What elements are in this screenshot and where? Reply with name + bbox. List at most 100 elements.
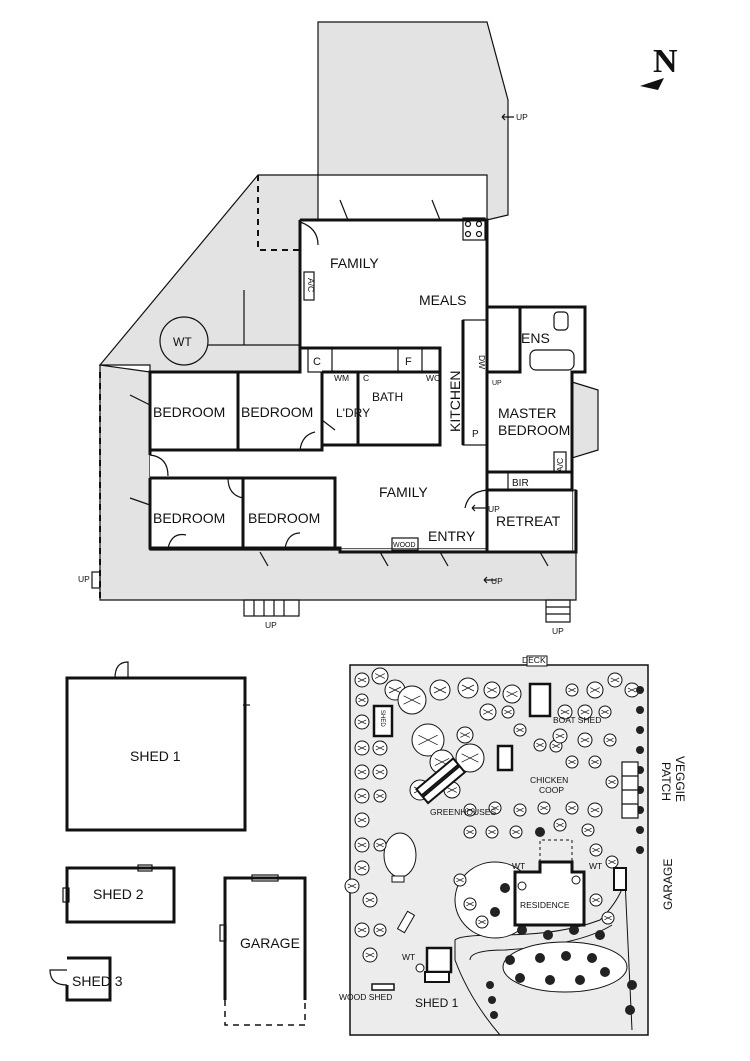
room-bedroom-3: BEDROOM [153, 510, 225, 526]
site-chicken-coop [496, 744, 514, 772]
room-family-main: FAMILY [379, 484, 428, 500]
garage-label: GARAGE [240, 935, 300, 951]
fixture-dw: DW [477, 355, 487, 369]
tree-icon [636, 726, 644, 734]
north-compass: N [640, 43, 678, 90]
tree-icon [490, 907, 500, 917]
room-kitchen: KITCHEN [447, 371, 463, 432]
tree-detail [580, 737, 590, 743]
tree-icon [535, 953, 545, 963]
room-bedroom-2: BEDROOM [241, 404, 313, 420]
room-bedroom-4: BEDROOM [248, 510, 320, 526]
room-master-bedroom-line2: BEDROOM [498, 422, 570, 438]
tree-icon [636, 746, 644, 754]
up-label-ens: UP [492, 380, 502, 387]
tree-detail [358, 697, 366, 703]
tree-detail [516, 807, 524, 813]
tree-icon [561, 951, 571, 961]
tree-detail [568, 687, 576, 693]
site-wt-bottom-label: WT [402, 952, 415, 962]
fixture-ac-left: A/C [306, 278, 316, 292]
tree-detail [506, 690, 518, 698]
tree-detail [456, 877, 464, 883]
tree-detail [365, 897, 375, 903]
site-garage-label: GARAGE [661, 859, 675, 910]
tree-detail [536, 742, 544, 748]
tree-icon [505, 955, 515, 965]
tree-icon [636, 706, 644, 714]
tree-icon [486, 981, 494, 989]
tree-detail [512, 829, 520, 835]
tree-detail [555, 733, 565, 739]
tree-icon [636, 826, 644, 834]
site-veggie-label-2: PATCH [659, 762, 673, 801]
site-greenhouses-label: GREENHOUSES [430, 807, 496, 817]
shed1-label: SHED 1 [130, 748, 181, 764]
tree-detail [357, 865, 367, 871]
tree-icon [517, 925, 527, 935]
site-chicken-label-1: CHICKEN [530, 775, 568, 785]
up-label-bottom-right: UP [491, 576, 503, 586]
site-shed1-label: SHED 1 [415, 996, 459, 1010]
tree-detail [433, 686, 447, 694]
tree-detail [357, 745, 367, 751]
tree-detail [592, 897, 600, 903]
tree-detail [388, 686, 402, 694]
tree-icon [545, 975, 555, 985]
tree-detail [478, 919, 486, 925]
tree-detail [403, 695, 421, 705]
up-label-bottom-left: UP [265, 620, 277, 630]
site-shed1 [425, 946, 453, 974]
tree-detail [357, 817, 367, 823]
tree-detail [376, 927, 384, 933]
room-retreat: RETREAT [496, 513, 561, 529]
room-ens: ENS [521, 330, 550, 346]
fixture-wt: WT [173, 335, 192, 349]
tree-detail [580, 709, 590, 715]
tree-detail [560, 709, 570, 715]
site-residence-label: RESIDENCE [520, 900, 570, 910]
fixture-pantry: P [472, 429, 479, 440]
tree-detail [606, 737, 614, 743]
tree-detail [466, 901, 474, 907]
room-bir: BIR [512, 478, 529, 489]
tree-detail [375, 745, 385, 751]
tree-detail [568, 805, 576, 811]
tree-detail [357, 842, 367, 848]
tree-detail [461, 684, 475, 692]
fixture-f: F [405, 356, 412, 368]
tree-detail [357, 677, 367, 683]
tree-icon [575, 975, 585, 985]
tree-detail [610, 677, 620, 683]
tree-icon [636, 686, 644, 694]
site-wt-right-label: WT [589, 861, 602, 871]
tree-icon [627, 980, 637, 990]
tree-detail [466, 829, 474, 835]
tree-detail [365, 952, 375, 958]
tree-detail [590, 687, 600, 693]
tree-detail [460, 732, 470, 738]
tree-detail [591, 759, 599, 765]
site-chicken-label-2: COOP [539, 785, 564, 795]
house-veranda [98, 21, 599, 601]
room-master-bedroom-line1: MASTER [498, 405, 556, 421]
up-label-deck: UP [552, 626, 564, 636]
tree-detail [376, 842, 384, 848]
site-garage [613, 867, 627, 891]
tree-detail [592, 847, 600, 853]
tree-detail [627, 687, 637, 693]
room-entry: ENTRY [428, 528, 476, 544]
tree-detail [487, 687, 497, 693]
fixture-c2: C [363, 373, 369, 383]
tree-icon [625, 1005, 635, 1015]
tree-icon [595, 930, 605, 940]
tree-detail [466, 807, 474, 813]
room-ldry: L'DRY [336, 406, 370, 420]
compass-north-label: N [653, 43, 678, 80]
tree-detail [357, 719, 367, 725]
tree-detail [375, 673, 385, 679]
room-family-top: FAMILY [330, 255, 379, 271]
tree-detail [491, 805, 499, 811]
room-bath: BATH [372, 390, 403, 404]
